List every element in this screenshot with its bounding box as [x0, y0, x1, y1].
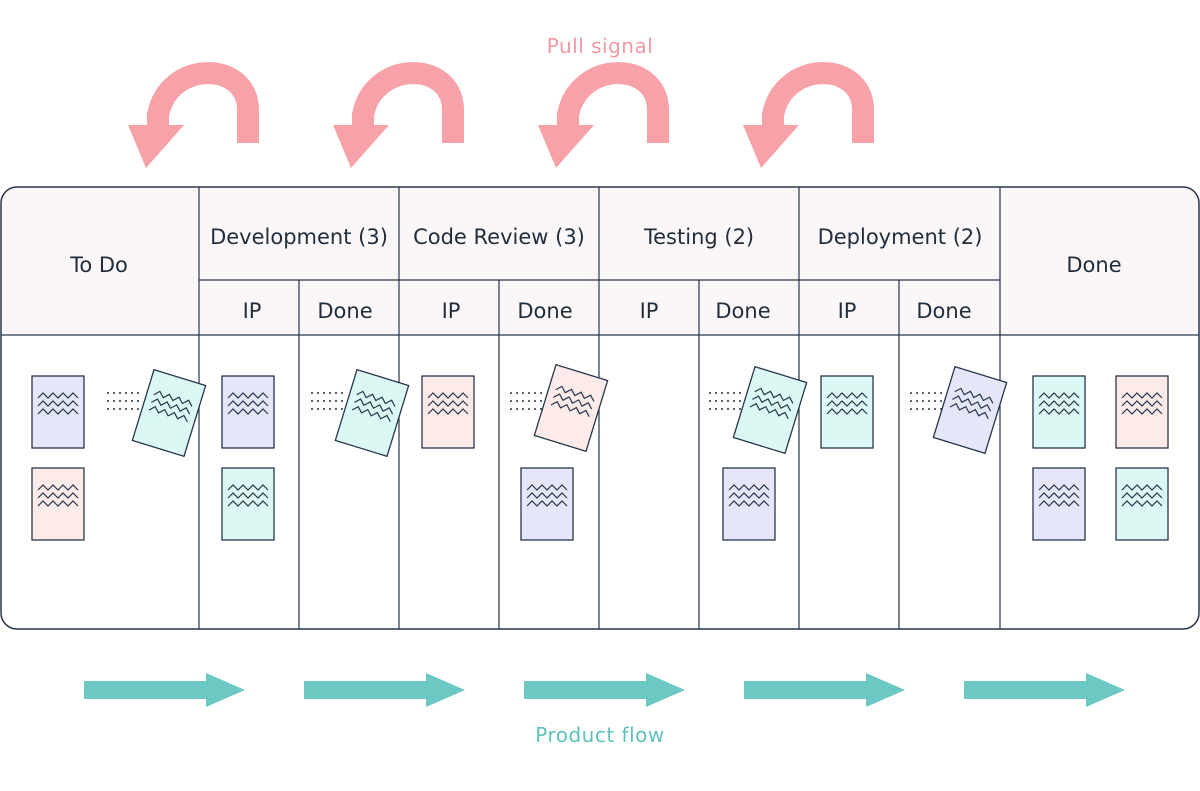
card-moving-to-development[interactable]: [131, 368, 207, 458]
trail-testing: [709, 392, 741, 410]
subcolumn-code-review-ip: IP: [442, 299, 461, 323]
card-done-2[interactable]: [1115, 375, 1169, 449]
trail-todo: [107, 392, 139, 410]
trail-deployment: [910, 392, 942, 410]
pull-arrow-2: [333, 62, 464, 168]
subcolumn-testing-done: Done: [715, 299, 770, 323]
subcolumn-code-review-done: Done: [517, 299, 572, 323]
column-header-done: Done: [1066, 253, 1121, 277]
flow-arrow-1: [84, 673, 245, 707]
column-header-todo: To Do: [69, 253, 128, 277]
card-moving-to-code-review[interactable]: [334, 368, 410, 458]
card-moving-to-done[interactable]: [932, 365, 1008, 455]
flow-arrow-2: [304, 673, 465, 707]
movement-trails: [107, 392, 942, 410]
column-header-development: Development (3): [210, 225, 388, 249]
card-code-review-done-1[interactable]: [520, 467, 574, 541]
flow-arrow-3: [524, 673, 685, 707]
column-header-deployment: Deployment (2): [818, 225, 983, 249]
card-todo-1[interactable]: [31, 375, 85, 449]
column-header-testing: Testing (2): [643, 225, 754, 249]
card-done-3[interactable]: [1032, 467, 1086, 541]
product-flow-label: Product flow: [535, 723, 665, 747]
card-code-review-ip-1[interactable]: [421, 375, 475, 449]
card-done-4[interactable]: [1115, 467, 1169, 541]
card-development-ip-2[interactable]: [221, 467, 275, 541]
flow-arrow-4: [744, 673, 905, 707]
flow-arrow-5: [964, 673, 1125, 707]
card-done-1[interactable]: [1032, 375, 1086, 449]
card-deployment-ip-1[interactable]: [820, 375, 874, 449]
card-moving-to-deployment[interactable]: [732, 365, 808, 455]
pull-arrow-1: [128, 62, 259, 168]
cards: [31, 363, 1169, 541]
product-flow-arrows: [84, 673, 1125, 707]
card-moving-to-testing[interactable]: [533, 363, 609, 453]
subcolumn-deployment-done: Done: [916, 299, 971, 323]
trail-development: [311, 392, 343, 410]
trail-code-review: [510, 392, 542, 410]
board-frame: [0, 186, 1200, 630]
subcolumn-deployment-ip: IP: [838, 299, 857, 323]
pull-arrow-4: [743, 62, 874, 168]
subcolumn-development-done: Done: [317, 299, 372, 323]
subcolumn-development-ip: IP: [243, 299, 262, 323]
pull-signal-label: Pull signal: [546, 34, 654, 58]
grid-lines: [1, 187, 1199, 629]
header-background: [1, 187, 1199, 335]
column-header-code-review: Code Review (3): [413, 225, 585, 249]
card-todo-2[interactable]: [31, 467, 85, 541]
subcolumn-testing-ip: IP: [640, 299, 659, 323]
pull-arrow-3: [538, 62, 669, 168]
card-testing-done-1[interactable]: [722, 467, 776, 541]
pull-arrows: [128, 62, 874, 168]
card-development-ip-1[interactable]: [221, 375, 275, 449]
